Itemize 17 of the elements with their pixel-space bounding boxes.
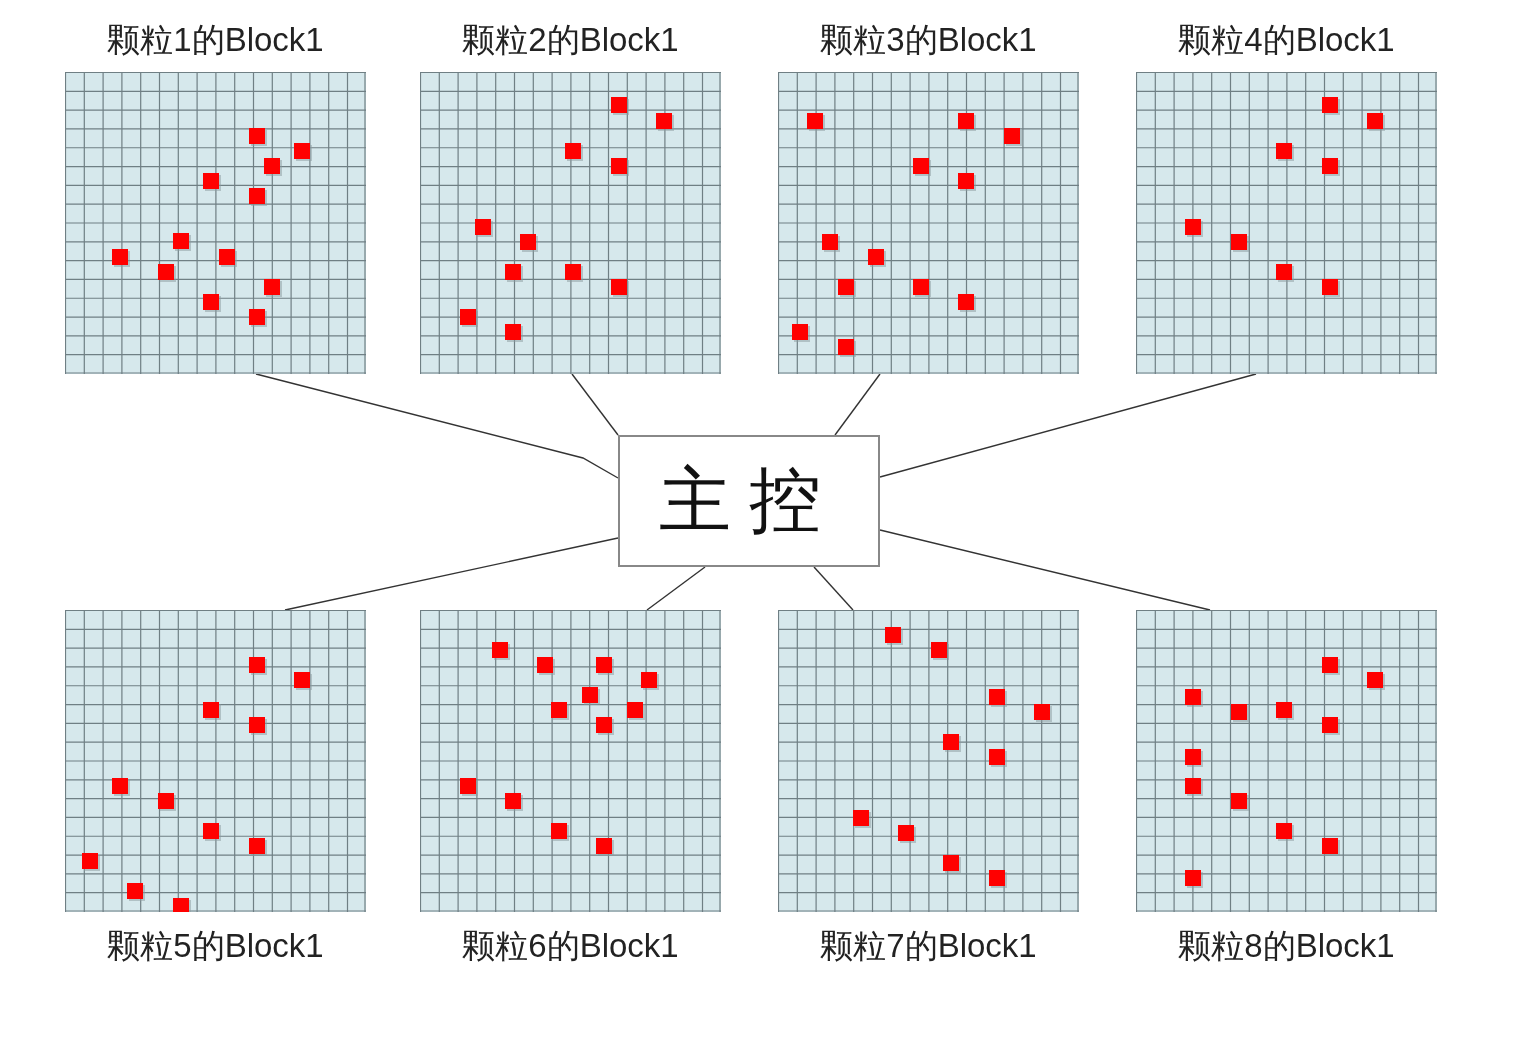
connector-line (571, 373, 619, 436)
connector-line (834, 373, 881, 436)
panel-title: 颗粒8的Block1 (1178, 927, 1395, 964)
connector-line (284, 537, 619, 611)
connector-line (879, 373, 1257, 478)
controller-box: 主控 (618, 435, 880, 567)
connector-line (646, 566, 706, 611)
connector-line (255, 373, 619, 479)
panel-title: 颗粒2的Block1 (462, 21, 679, 58)
connector-line (813, 566, 854, 611)
panel-title: 颗粒5的Block1 (107, 927, 324, 964)
panel-title: 颗粒3的Block1 (820, 21, 1037, 58)
connector-line (879, 529, 1211, 611)
panel-title: 颗粒6的Block1 (462, 927, 679, 964)
panel-title: 颗粒4的Block1 (1178, 21, 1395, 58)
panel-title: 颗粒7的Block1 (820, 927, 1037, 964)
panel-title: 颗粒1的Block1 (107, 21, 324, 58)
